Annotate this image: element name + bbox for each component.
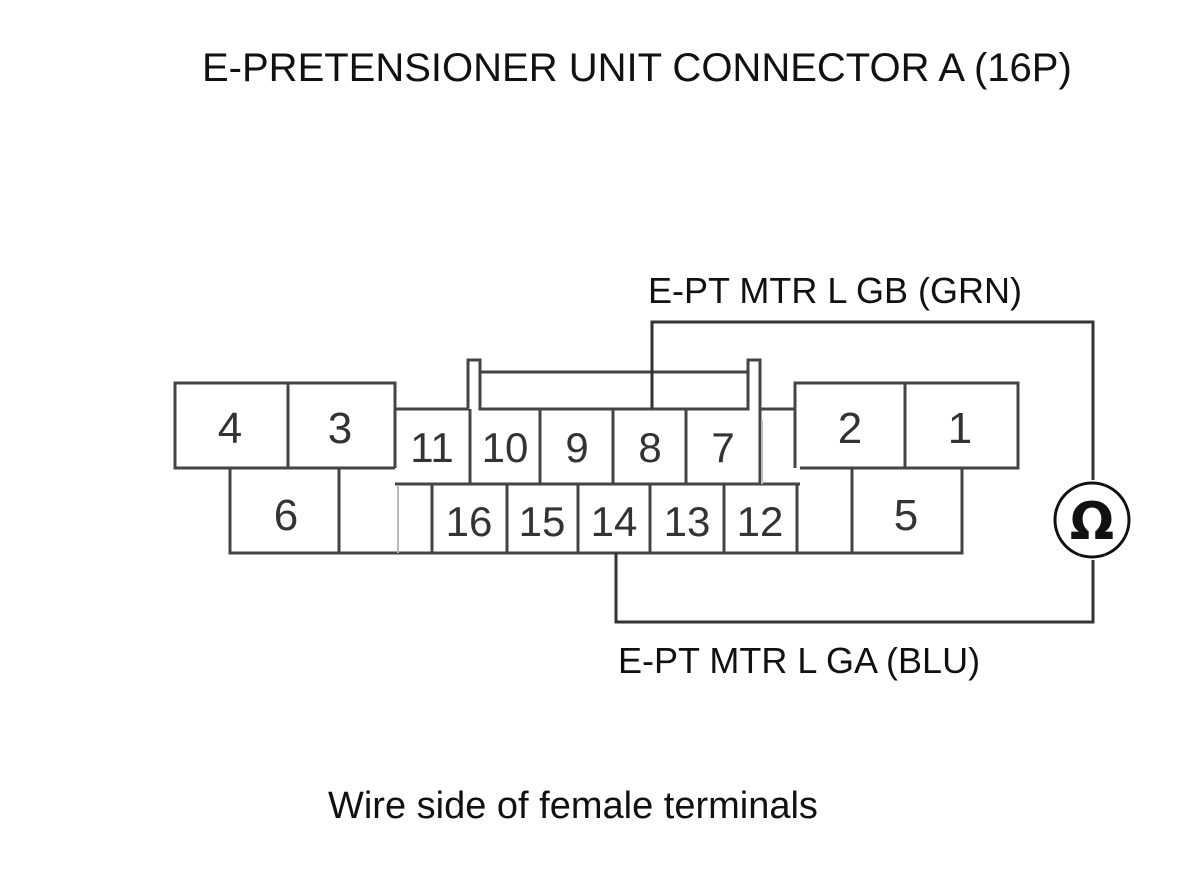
pin-11: 11 [410,424,454,471]
pin-14: 14 [591,498,638,545]
diagram-caption: Wire side of female terminals [328,785,818,827]
pin-7: 7 [711,424,734,471]
wire-label-gb: E-PT MTR L GB (GRN) [648,270,1023,311]
wire-gb [650,320,1095,480]
wire-ga [614,553,1095,624]
pin-4: 4 [218,404,242,453]
pin-16: 16 [446,498,493,545]
pin-10: 10 [482,424,529,471]
pin-9: 9 [565,424,588,471]
pin-3: 3 [328,404,352,453]
wire-label-ga: E-PT MTR L GA (BLU) [618,640,981,681]
pin-2: 2 [838,404,862,453]
pin-1: 1 [948,404,972,453]
connector-housing-inner [397,420,763,553]
test-leads [614,320,1095,624]
pin-8: 8 [638,424,661,471]
pin-15: 15 [519,498,566,545]
ohm-icon: Ω [1070,492,1114,552]
pin-13: 13 [664,498,711,545]
pin-5: 5 [894,491,918,540]
diagram-title: E-PRETENSIONER UNIT CONNECTOR A (16P) [202,46,1072,90]
ohmmeter-circle [1053,481,1131,559]
connector-housing [173,358,1020,555]
pin-6: 6 [274,491,298,540]
ohmmeter: Ω [1053,481,1131,559]
pin-12: 12 [737,498,784,545]
